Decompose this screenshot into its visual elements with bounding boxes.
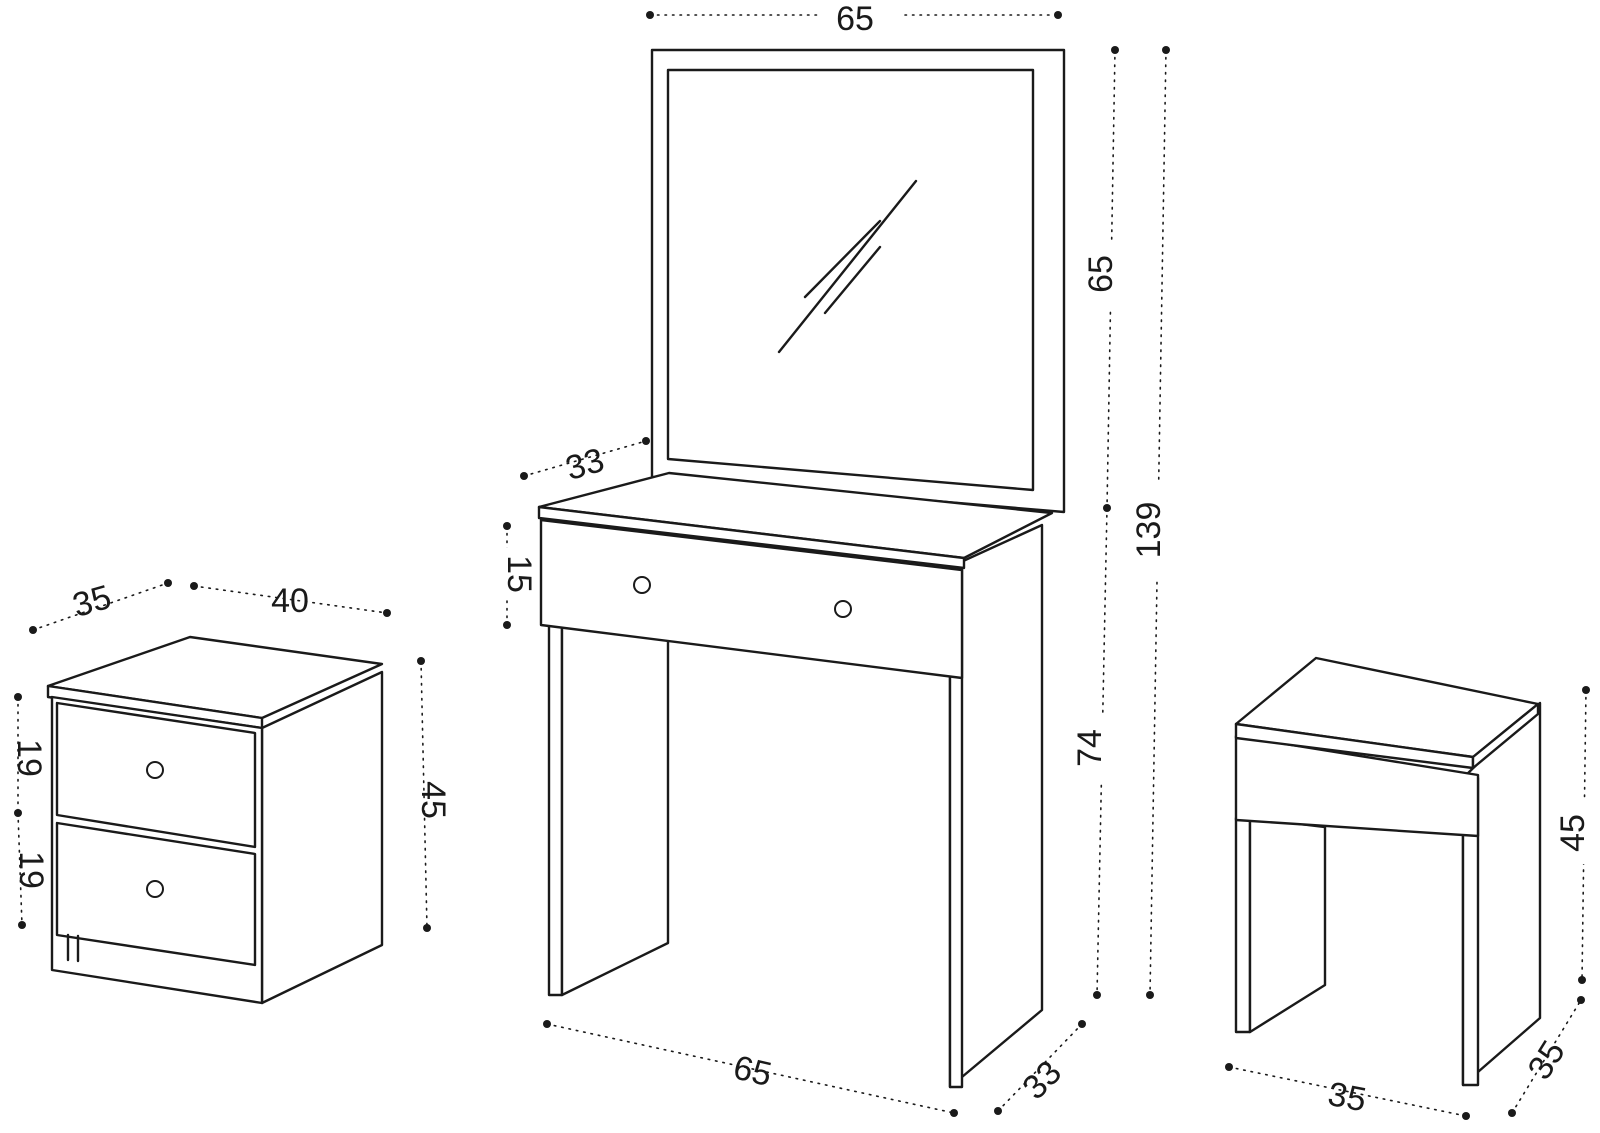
mirror-height-label: 65 (1082, 255, 1120, 293)
dim-line-nightstand-depth (32, 582, 169, 631)
dim-line-stool-depth (1511, 999, 1582, 1114)
knob-icon (146, 880, 164, 898)
nightstand-dimensions: 35 40 45 19 19 (10, 578, 452, 932)
mirror-width-label: 65 (836, 0, 874, 38)
mirror-glare-line (823, 245, 882, 315)
nightstand-drawer-bottom-label: 19 (12, 851, 50, 889)
dim-line-stool-width (1228, 1066, 1467, 1117)
nightstand-drawer-top-label: 19 (10, 739, 48, 777)
vanity-drawing (537, 48, 1066, 1089)
stool-left-leg-front (1234, 816, 1252, 1034)
dim-line-mirror-depth (523, 440, 647, 477)
mirror-glass (666, 68, 1035, 492)
dim-line-table-width (546, 1023, 955, 1114)
knob-icon (146, 761, 164, 779)
vanity-dimensions: 65 65 139 74 33 15 65 33 (490, 0, 1180, 1117)
dim-line-nightstand-width (193, 585, 388, 614)
vanity-top-edge (537, 505, 966, 570)
dim-line-table-depth (997, 1023, 1083, 1112)
vanity-drawer (539, 518, 964, 680)
table-depth-label: 33 (1015, 1053, 1069, 1107)
table-width-label: 65 (730, 1049, 775, 1095)
vanity-left-leg-side (560, 623, 670, 997)
stool-left-leg-side (1248, 816, 1327, 1034)
total-height-label: 139 (1130, 502, 1168, 559)
mirror-glare-line (803, 219, 882, 299)
knob-icon (834, 600, 852, 618)
table-height-label: 74 (1071, 729, 1109, 767)
vanity-right-panel (948, 523, 1044, 1089)
stool-height-label: 45 (1554, 814, 1592, 852)
nightstand-width-label: 40 (271, 582, 309, 620)
mirror-depth-label: 33 (562, 441, 609, 488)
stool-depth-label: 35 (1521, 1034, 1573, 1086)
vanity-left-leg-front (547, 623, 564, 997)
knob-icon (633, 576, 651, 594)
mirror-glare-line (777, 179, 918, 354)
stool-apron (1234, 734, 1480, 838)
stool-drawing (1234, 656, 1542, 1087)
nightstand-drawing (46, 635, 384, 1005)
nightstand-depth-label: 35 (69, 578, 116, 625)
dim-line-nightstand-height (420, 660, 428, 929)
stool-seat-edge-side (1471, 702, 1540, 770)
stool-width-label: 35 (1325, 1075, 1369, 1120)
dim-line-stool-height (1581, 689, 1587, 981)
nightstand-height-label: 45 (414, 781, 452, 819)
drawer-height-label: 15 (500, 555, 538, 593)
dim-line-table-height (1096, 507, 1108, 996)
dim-line-mirror-height (1106, 49, 1116, 509)
nightstand-side (260, 670, 384, 1005)
